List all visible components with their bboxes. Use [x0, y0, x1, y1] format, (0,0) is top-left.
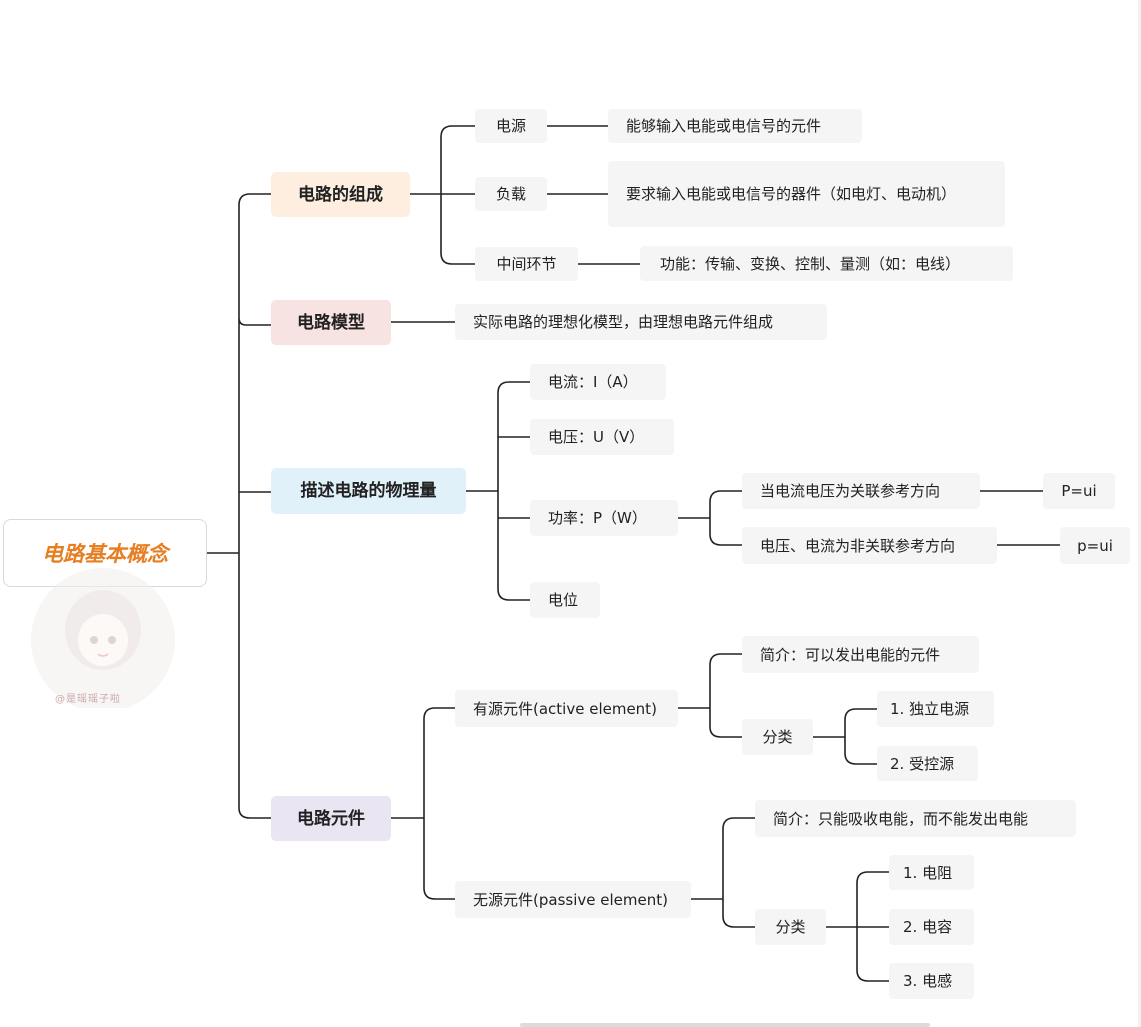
node-model-desc[interactable]: 实际电路的理想化模型，由理想电路元件组成	[455, 304, 827, 340]
branch-elements[interactable]: 电路元件	[271, 796, 391, 841]
node-active-intro[interactable]: 简介：可以发出电能的元件	[742, 636, 979, 673]
node-controlled-source[interactable]: 2. 受控源	[877, 746, 978, 781]
node-power-nonassociated[interactable]: 电压、电流为非关联参考方向	[742, 527, 997, 564]
node-power-source[interactable]: 电源	[475, 109, 547, 143]
watermark-text: @是瑶瑶子啦	[55, 690, 121, 705]
node-passive-element[interactable]: 无源元件(passive element)	[455, 881, 691, 918]
node-inductor[interactable]: 3. 电感	[889, 963, 974, 999]
node-passive-classification[interactable]: 分类	[755, 909, 826, 945]
horizontal-scrollbar[interactable]	[520, 1023, 930, 1027]
node-intermediate-desc[interactable]: 功能：传输、变换、控制、量测（如：电线）	[640, 246, 1013, 281]
node-resistor[interactable]: 1. 电阻	[889, 855, 974, 890]
node-load-desc[interactable]: 要求输入电能或电信号的器件（如电灯、电动机）	[608, 161, 1005, 227]
node-capacitor[interactable]: 2. 电容	[889, 909, 974, 945]
branch-quantities[interactable]: 描述电路的物理量	[271, 468, 466, 514]
branch-composition[interactable]: 电路的组成	[271, 172, 410, 217]
avatar-watermark-icon	[26, 568, 181, 708]
node-active-classification[interactable]: 分类	[742, 719, 813, 755]
node-independent-source[interactable]: 1. 独立电源	[877, 691, 994, 727]
root-title: 电路基本概念	[42, 538, 168, 568]
node-potential[interactable]: 电位	[530, 582, 600, 618]
node-formula-nonassociated[interactable]: p=ui	[1060, 527, 1130, 564]
node-current[interactable]: 电流：I（A）	[530, 364, 666, 400]
node-intermediate[interactable]: 中间环节	[475, 247, 578, 281]
branch-model[interactable]: 电路模型	[271, 300, 391, 345]
node-passive-intro[interactable]: 简介：只能吸收电能，而不能发出电能	[755, 800, 1076, 837]
node-power[interactable]: 功率：P（W）	[530, 500, 678, 536]
node-power-associated[interactable]: 当电流电压为关联参考方向	[742, 473, 980, 509]
node-power-source-desc[interactable]: 能够输入电能或电信号的元件	[608, 109, 862, 143]
node-formula-associated[interactable]: P=ui	[1043, 473, 1115, 509]
node-active-element[interactable]: 有源元件(active element)	[455, 690, 678, 727]
node-voltage[interactable]: 电压：U（V）	[530, 419, 674, 455]
node-load[interactable]: 负载	[475, 177, 547, 211]
